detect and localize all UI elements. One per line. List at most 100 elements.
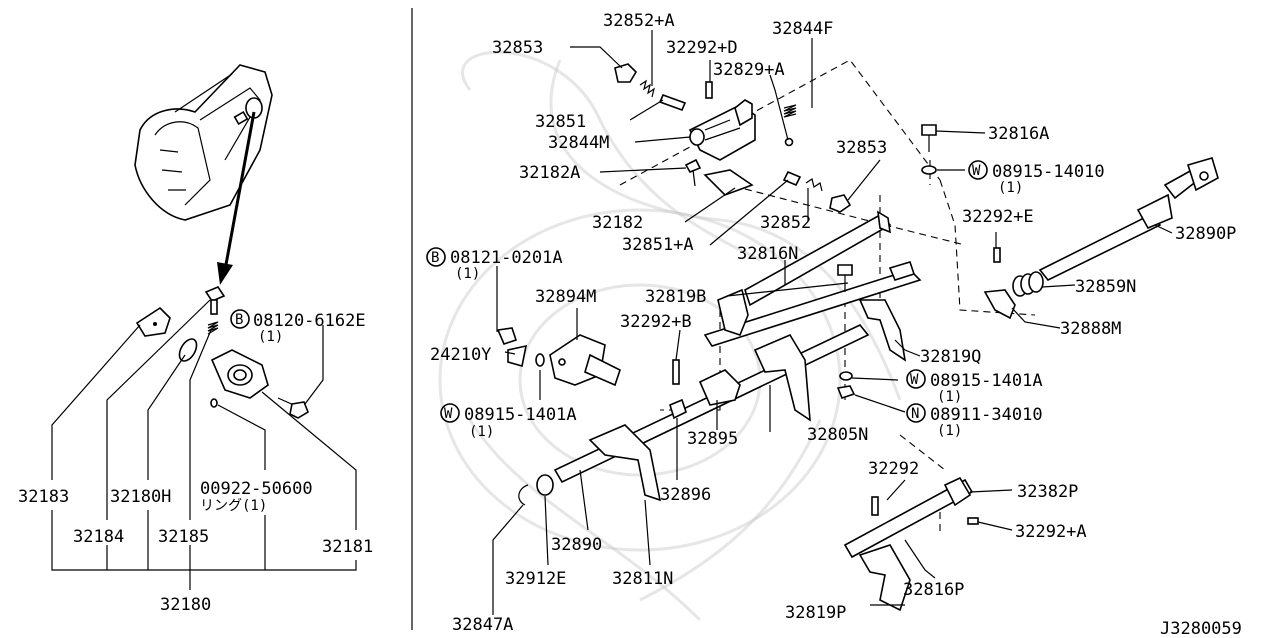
spring-32852-icon <box>782 170 823 192</box>
label-32181: 32181 <box>322 537 373 557</box>
washer-08915-1401a-icon <box>839 371 853 381</box>
pin-32292b-icon <box>672 359 680 385</box>
label-32805n: 32805N <box>807 425 868 445</box>
left-panel: 32183 32184 32180H 32185 00922-50600 リング… <box>18 64 373 615</box>
label-32184: 32184 <box>73 527 124 547</box>
fork-32819q-icon <box>858 261 916 362</box>
snap-ring-32847a-icon <box>518 484 529 506</box>
label-32292b: 32292+B <box>620 312 692 332</box>
label-32844f: 32844F <box>772 19 833 39</box>
label-32819b: 32819B <box>645 287 706 307</box>
housing-32181-icon <box>210 349 269 399</box>
pin-32896-icon <box>669 398 687 420</box>
fork-32805n-icon <box>753 333 811 422</box>
washer-marker-2-circle <box>906 369 926 389</box>
label-08915-14010: 08915-14010 <box>992 162 1105 182</box>
label-32851a: 32851+A <box>622 235 694 255</box>
washer-32912e-icon <box>536 474 554 496</box>
shaft-32816p-icon <box>843 476 974 612</box>
label-32185: 32185 <box>158 527 209 547</box>
washer-08915-1401a-b-icon <box>535 353 545 367</box>
label-32180h: 32180H <box>110 487 171 507</box>
label-32816n: 32816N <box>737 244 798 264</box>
label-32819p: 32819P <box>785 603 846 623</box>
clip-24210y-icon <box>496 327 528 368</box>
fork-32819b-icon <box>717 288 749 336</box>
label-32896: 32896 <box>660 485 711 505</box>
label-08911-qty: (1) <box>937 423 962 439</box>
label-32853a: 32853 <box>492 38 543 58</box>
pin-32292e-icon <box>993 247 1001 263</box>
bolt-marker-letter: B <box>235 312 243 328</box>
label-32852: 32852 <box>760 213 811 233</box>
label-24210y: 24210Y <box>430 345 491 365</box>
spring-32852a-icon <box>639 79 655 98</box>
bolt-marker-2-letter: B <box>431 250 439 266</box>
seal-32180h-icon <box>178 338 198 362</box>
label-32888m: 32888M <box>1060 319 1121 339</box>
pin-32292a-icon <box>967 517 979 525</box>
ball-32829a-icon <box>784 137 794 147</box>
label-32894m: 32894M <box>535 287 596 307</box>
label-32829a: 32829+A <box>713 60 785 80</box>
bolt-32182a-icon <box>684 158 702 187</box>
label-32292: 32292 <box>868 459 919 479</box>
shift-lever-housing-icon <box>688 99 756 196</box>
label-32847a: 32847A <box>452 615 513 635</box>
spring-32185-icon <box>207 321 219 335</box>
label-32292a: 32292+A <box>1015 522 1087 542</box>
rod-32890p-icon <box>1038 157 1219 282</box>
bolt-32816a-icon <box>921 124 937 152</box>
label-08120: 08120-6162E <box>253 311 366 331</box>
washer-marker-2-letter: W <box>910 372 919 388</box>
label-32890p: 32890P <box>1175 224 1236 244</box>
fork-32811n-icon <box>588 424 662 502</box>
right-leaders <box>492 30 1173 615</box>
label-08120-qty: (1) <box>258 329 283 345</box>
pin-32184-icon <box>204 286 226 315</box>
label-32895: 32895 <box>687 429 738 449</box>
label-08915-1401a-left-qty: (1) <box>469 424 494 440</box>
label-08121-qty: (1) <box>455 266 480 282</box>
bolt-marker-2-circle <box>426 247 446 267</box>
pin-32292-icon <box>871 496 879 516</box>
spring-32859n-icon <box>1012 271 1044 297</box>
washer-marker-1-circle <box>968 160 988 180</box>
transmission-housing-icon <box>134 64 273 221</box>
label-08915-14010-qty: (1) <box>998 180 1023 196</box>
label-08915-1401a-left: 08915-1401A <box>464 405 577 425</box>
label-32811n: 32811N <box>612 569 673 589</box>
arrow-head-icon <box>217 262 233 285</box>
label-32844m: 32844M <box>548 133 609 153</box>
washer-marker-1-letter: W <box>972 163 981 179</box>
label-32853b: 32853 <box>836 138 887 158</box>
label-32890: 32890 <box>551 535 602 555</box>
location-arrow <box>223 111 256 271</box>
nut-marker-letter: N <box>911 406 919 422</box>
label-32816p: 32816P <box>903 580 964 600</box>
label-32292e: 32292+E <box>962 207 1034 227</box>
label-32382p: 32382P <box>1017 482 1078 502</box>
pin-32292d-icon <box>705 81 713 99</box>
diagram-id: J3280059 <box>1160 619 1242 638</box>
label-32912e: 32912E <box>505 569 566 589</box>
nut-08911-icon <box>836 385 856 399</box>
label-00922: 00922-50600 <box>200 479 313 499</box>
label-32819q: 32819Q <box>920 347 981 367</box>
lever-32888m-icon <box>983 289 1016 320</box>
shaft-32816n-icon <box>703 210 922 347</box>
nut-marker-circle <box>906 403 926 423</box>
bracket-32183-icon <box>135 306 171 337</box>
nut-32853a-icon <box>614 63 638 83</box>
label-assembly-32180: 32180 <box>160 595 211 615</box>
bolt-marker-circle <box>230 309 250 329</box>
right-panel: 32852+A 32853 32292+D 32844F 32829+A 328… <box>426 11 1236 635</box>
washer-marker-3-circle <box>440 403 460 423</box>
label-08915-1401a-right: 08915-1401A <box>930 371 1043 391</box>
label-00922-note: リング(1) <box>200 498 267 514</box>
label-32182: 32182 <box>592 213 643 233</box>
label-32183: 32183 <box>18 487 69 507</box>
label-32851: 32851 <box>535 112 586 132</box>
bolt-08120-icon <box>277 397 309 419</box>
